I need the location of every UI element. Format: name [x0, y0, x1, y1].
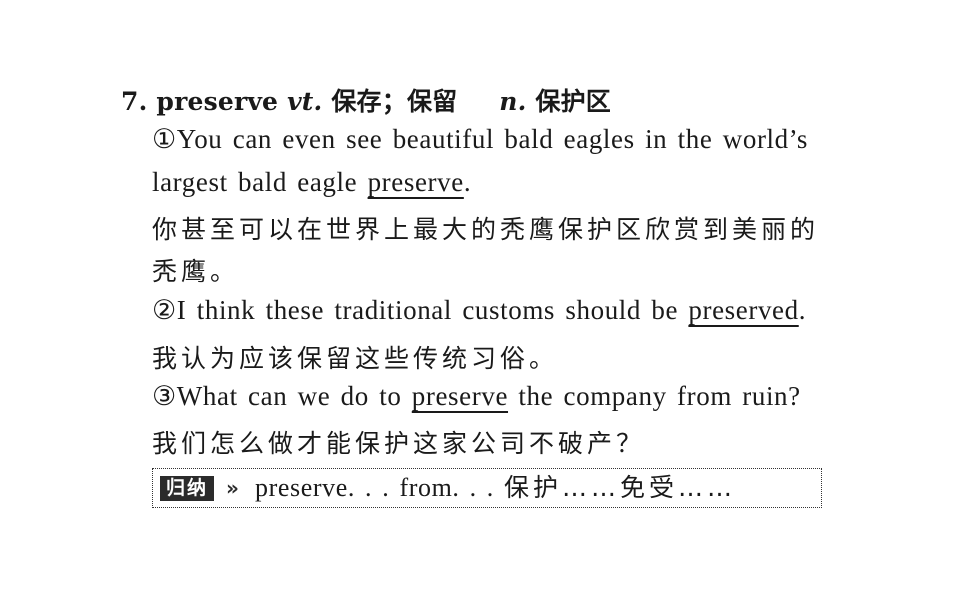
entry-number: 7.: [121, 87, 148, 116]
part-of-speech-noun: n.: [499, 87, 527, 116]
example-1-keyword: preserve: [367, 167, 464, 197]
example-1-english-line-2: largest bald eagle preserve.: [152, 167, 471, 198]
summary-tag: 归纳: [160, 476, 215, 501]
example-2-text: ②I think these traditional customs shoul…: [152, 295, 689, 325]
example-2-chinese: 我认为应该保留这些传统习俗。: [152, 344, 559, 373]
example-2-english: ②I think these traditional customs shoul…: [152, 295, 806, 326]
example-3-english: ③What can we do to preserve the company …: [152, 381, 801, 412]
example-1-english-line-1: ①You can even see beautiful bald eagles …: [152, 124, 808, 154]
example-3-text: ③What can we do to: [152, 381, 412, 411]
example-1-chinese-line-2: 秃鹰。: [152, 257, 240, 286]
example-3-text-end: the company from ruin?: [508, 381, 801, 411]
example-1-punct: .: [463, 167, 472, 197]
summary-phrase-chinese: 保护……免受……: [504, 473, 737, 502]
summary-box: 归纳 » preserve. . . from. . . 保护……免受……: [152, 468, 822, 508]
example-3-keyword: preserve: [411, 381, 509, 411]
meaning-verb: 保存；保留: [331, 87, 458, 116]
example-3-chinese: 我们怎么做才能保护这家公司不破产？: [152, 429, 646, 458]
example-2-keyword: preserved: [688, 295, 799, 325]
example-1-text: largest bald eagle: [152, 167, 368, 197]
double-chevron-right-icon: »: [226, 476, 239, 500]
summary-phrase-english: preserve. . . from. . .: [255, 473, 504, 502]
summary-phrase: preserve. . . from. . . 保护……免受……: [255, 473, 736, 503]
entry-heading: 7. preserve vt. 保存；保留 n. 保护区: [121, 82, 611, 118]
example-2-punct: .: [798, 295, 807, 325]
example-1-chinese-line-1: 你甚至可以在世界上最大的秃鹰保护区欣赏到美丽的: [152, 215, 820, 244]
part-of-speech-verb: vt.: [287, 87, 323, 116]
meaning-noun: 保护区: [535, 87, 611, 116]
headword: preserve: [156, 87, 279, 116]
